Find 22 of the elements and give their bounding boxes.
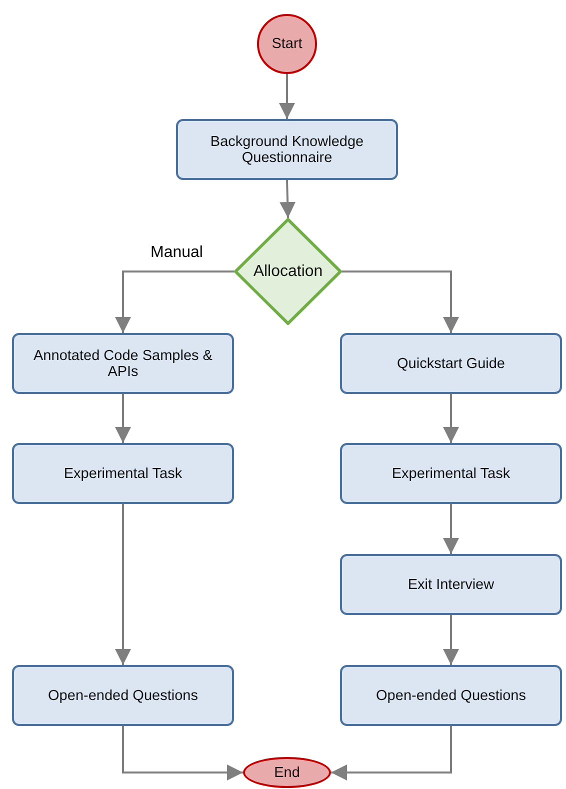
arrow [115, 394, 131, 443]
decision-diamond: Allocation [234, 218, 342, 325]
arrow [122, 726, 243, 780]
process-box: Experimental Task [12, 443, 234, 504]
terminal-oval: Start [257, 14, 317, 74]
process-box: Open-ended Questions [340, 665, 562, 726]
terminal-oval: End [243, 757, 331, 788]
arrow [279, 74, 295, 119]
arrow [443, 615, 459, 665]
process-box: Experimental Task [340, 443, 562, 504]
process-box: Exit Interview [340, 554, 562, 615]
arrow [331, 726, 452, 780]
arrow [280, 180, 296, 218]
arrow [115, 270, 234, 333]
arrow [443, 504, 459, 554]
process-box: Annotated Code Samples & APIs [12, 333, 234, 394]
process-box: Quickstart Guide [340, 333, 562, 394]
process-box: Open-ended Questions [12, 665, 234, 726]
arrow [342, 270, 459, 333]
process-box: Background Knowledge Questionnaire [176, 119, 398, 180]
arrow [115, 504, 131, 665]
arrow [443, 394, 459, 443]
